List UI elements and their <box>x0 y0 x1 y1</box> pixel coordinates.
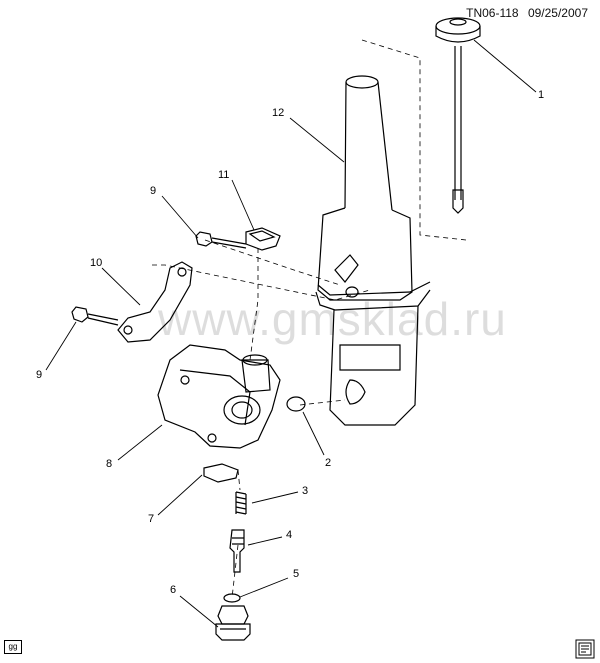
leader-lines <box>45 39 537 628</box>
callout-12: 12 <box>272 107 284 119</box>
callout-3: 3 <box>302 485 308 497</box>
o-ring-small <box>223 593 241 603</box>
header-label: TN06-118 09/25/2007 <box>460 6 588 20</box>
diagram-date: 09/25/2007 <box>527 6 588 20</box>
callout-1: 1 <box>538 89 544 101</box>
callout-4: 4 <box>286 529 292 541</box>
callout-labels: 1 2 3 4 5 6 7 8 9 9 10 11 12 <box>36 89 544 596</box>
callout-2: 2 <box>325 457 331 469</box>
diagram-code: TN06-118 <box>466 6 519 20</box>
callout-6: 6 <box>170 584 176 596</box>
power-steering-pump <box>157 344 281 449</box>
corner-tag: gg <box>4 640 22 654</box>
o-ring-seal <box>286 396 306 412</box>
reservoir-cap-dipstick <box>435 17 481 214</box>
fluid-reservoir <box>315 75 431 426</box>
manual-book-icon <box>575 639 595 659</box>
bracket <box>117 261 193 343</box>
bolt-lower <box>71 306 119 326</box>
lower-clip <box>203 463 239 483</box>
reservoir-clip <box>245 227 281 251</box>
callout-5: 5 <box>293 568 299 580</box>
alignment-guides <box>152 39 467 599</box>
callout-9-upper: 9 <box>150 185 156 197</box>
watermark: www.gmsklad.ru <box>158 293 507 345</box>
callout-10: 10 <box>90 257 102 269</box>
callout-7: 7 <box>148 513 154 525</box>
bolt-upper <box>195 231 247 249</box>
callout-9-lower: 9 <box>36 369 42 381</box>
flow-control-valve <box>229 529 245 573</box>
callout-11: 11 <box>218 169 229 181</box>
flow-control-spring <box>235 491 247 515</box>
fitting <box>215 605 251 641</box>
callout-8: 8 <box>106 458 112 470</box>
